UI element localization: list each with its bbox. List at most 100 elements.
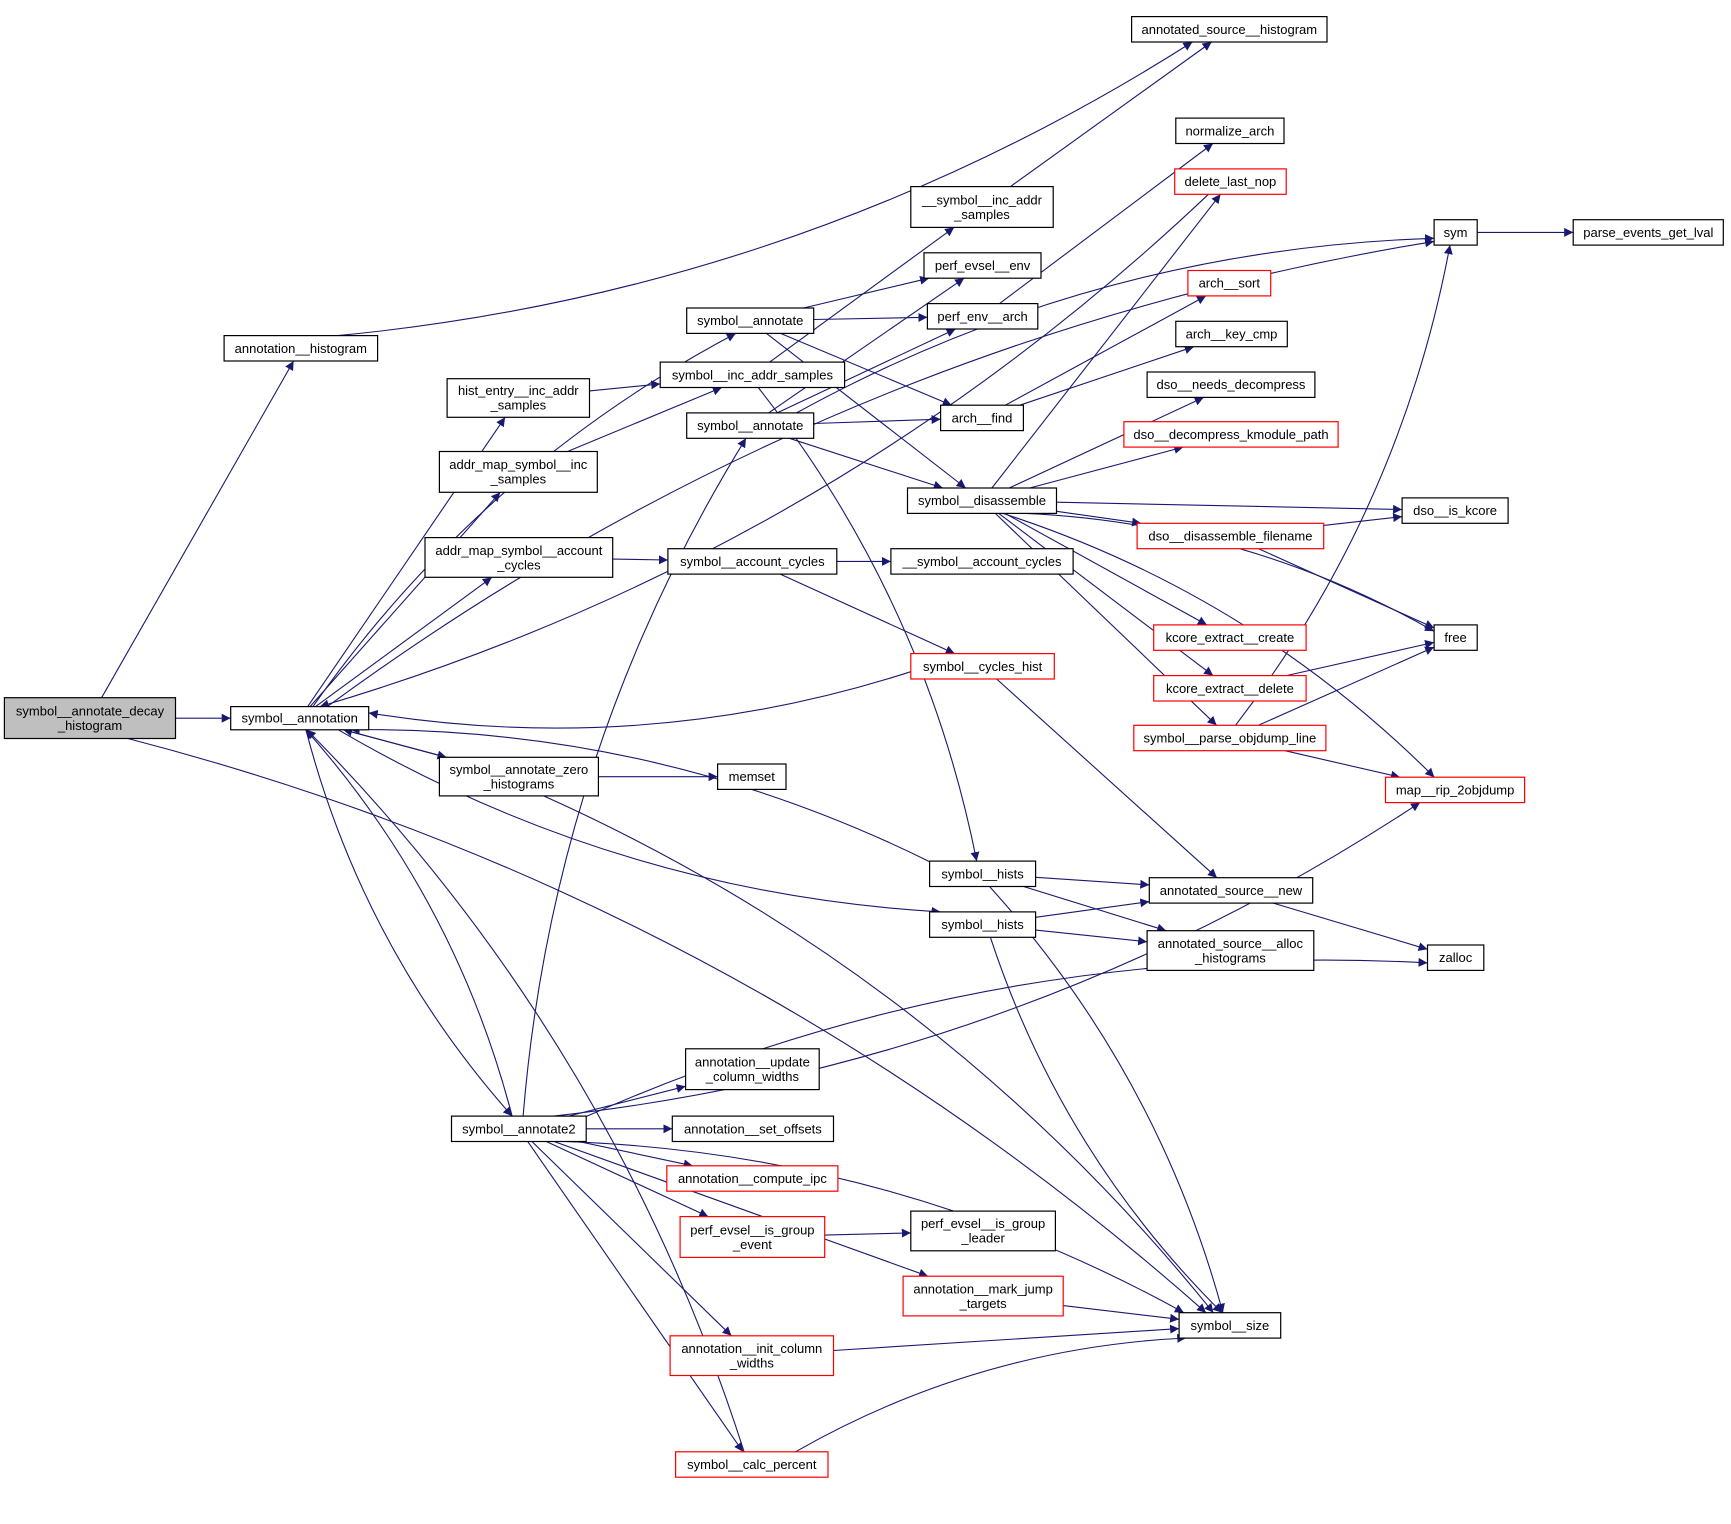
call-edge-sym_disasm-to-dso_is_kcore <box>1056 501 1403 514</box>
function-node-sym_size[interactable]: symbol__size <box>1178 1312 1282 1339</box>
node-label: symbol__size <box>1191 1318 1270 1333</box>
function-node-zalloc[interactable]: zalloc <box>1426 944 1485 971</box>
function-node-perf_env_arch[interactable]: perf_env__arch <box>926 303 1039 330</box>
call-edge-init_cw-to-sym_size <box>833 1324 1180 1352</box>
function-node-init_cw[interactable]: annotation__init_column_widths <box>669 1335 835 1377</box>
call-edge-ann_hist-to-as_hist <box>337 41 1193 337</box>
function-node-as_alloc[interactable]: annotated_source__alloc_histograms <box>1146 930 1315 972</box>
function-node-parse_objdump[interactable]: symbol__parse_objdump_line <box>1133 724 1327 752</box>
function-node-ann_ipc[interactable]: annotation__compute_ipc <box>666 1165 839 1192</box>
function-node-hist_entry_inc[interactable]: hist_entry__inc_addr_samples <box>446 378 591 418</box>
function-node-calc_pct[interactable]: symbol__calc_percent <box>674 1451 829 1478</box>
node-label: kcore_extract__create <box>1166 630 1295 645</box>
node-box <box>928 911 1037 938</box>
function-node-dso_disasm_fn[interactable]: dso__disassemble_filename <box>1136 522 1325 550</box>
call-edge-zero_hist-to-sym_size <box>543 795 1214 1314</box>
function-node-sym_acct_cycles[interactable]: symbol__account_cycles <box>667 548 838 575</box>
function-node-sym_acct_cycles2[interactable]: __symbol__account_cycles <box>890 548 1074 575</box>
call-edge-sym_hists_a-to-as_new <box>1035 876 1150 889</box>
edge-line <box>996 678 1218 879</box>
function-node-memset[interactable]: memset <box>716 763 787 790</box>
function-node-sym_annotate_b[interactable]: symbol__annotate <box>686 412 815 439</box>
node-label: arch__find <box>952 410 1013 425</box>
call-edge-sym_annotate_b-to-sym_disasm <box>789 437 943 490</box>
function-node-sym_inc_addr[interactable]: symbol__inc_addr_samples <box>659 361 846 389</box>
function-node-free[interactable]: free <box>1433 624 1478 651</box>
node-label: symbol__hists <box>941 866 1024 881</box>
function-node-sym_hists_a[interactable]: symbol__hists <box>928 860 1037 888</box>
function-node-annotate2[interactable]: symbol__annotate2 <box>450 1115 587 1143</box>
function-node-is_group_event[interactable]: perf_evsel__is_group_event <box>679 1215 826 1258</box>
call-edge-as_new-to-zalloc <box>1273 902 1428 952</box>
node-box <box>926 303 1039 330</box>
edge-line <box>768 277 965 414</box>
call-edge-annotation-to-annotate2 <box>305 729 513 1117</box>
edge-line <box>776 328 956 414</box>
call-edge-annotate2-to-calc_pct <box>527 1141 744 1453</box>
node-label: symbol__account_cycles <box>680 554 825 569</box>
function-node-dso_needs_dec[interactable]: dso__needs_decompress <box>1146 371 1316 398</box>
node-label: _widths <box>729 1356 775 1371</box>
function-node-parse_lval[interactable]: parse_events_get_lval <box>1572 219 1724 246</box>
node-label: free <box>1444 630 1466 645</box>
function-node-addr_map_acct[interactable]: addr_map_symbol__account_cycles <box>424 536 614 578</box>
edge-line <box>1286 639 1435 677</box>
function-node-arch_key_cmp[interactable]: arch__key_cmp <box>1175 320 1288 348</box>
function-node-arch_find[interactable]: arch__find <box>939 404 1024 432</box>
edges-layer <box>101 41 1574 1453</box>
edge-line <box>305 729 513 1117</box>
function-node-sym_cycles_hist[interactable]: symbol__cycles_hist <box>910 652 1055 680</box>
node-label: annotated_source__new <box>1160 883 1303 898</box>
function-node-as_new[interactable]: annotated_source__new <box>1148 877 1314 904</box>
node-box <box>446 378 591 418</box>
function-node-annotation[interactable]: symbol__annotation <box>230 705 370 731</box>
call-edge-arch_find-to-arch_sort <box>1005 295 1207 406</box>
function-node-addr_map_inc[interactable]: addr_map_symbol__inc_samples <box>438 450 598 493</box>
node-box <box>1153 674 1307 702</box>
function-node-mark_jump[interactable]: annotation__mark_jump_targets <box>902 1275 1064 1317</box>
node-label: _samples <box>953 207 1010 222</box>
call-edge-arch_find-to-arch_key_cmp <box>1019 345 1194 406</box>
function-node-sym_inc_addr2[interactable]: __symbol__inc_addr_samples <box>910 186 1054 229</box>
function-node-ann_hist[interactable]: annotation__histogram <box>223 335 379 362</box>
function-node-ann_update_cw[interactable]: annotation__update_column_widths <box>684 1048 820 1091</box>
edge-line <box>989 886 1225 1313</box>
edge-line <box>128 738 1207 1314</box>
function-node-sym_disasm[interactable]: symbol__disassemble <box>906 487 1058 514</box>
function-node-normalize_arch[interactable]: normalize_arch <box>1175 117 1285 145</box>
node-label: annotation__histogram <box>235 341 367 356</box>
edge-line <box>306 729 745 1452</box>
function-node-arch_sort[interactable]: arch__sort <box>1187 269 1272 297</box>
node-box <box>684 1048 820 1091</box>
edge-line <box>1005 295 1207 406</box>
function-node-sym_hists_b[interactable]: symbol__hists <box>928 911 1037 938</box>
edge-line <box>527 1141 744 1453</box>
call-edge-sym_annotate_a-to-sym_disasm <box>766 332 967 489</box>
function-node-dso_dec_kmod[interactable]: dso__decompress_kmodule_path <box>1123 421 1339 448</box>
function-node-kcore_create[interactable]: kcore_extract__create <box>1153 624 1307 651</box>
function-node-as_hist[interactable]: annotated_source__histogram <box>1130 16 1328 43</box>
function-node-is_group_leader[interactable]: perf_evsel__is_group_leader <box>910 1210 1056 1252</box>
node-box <box>1433 624 1478 651</box>
function-node-perf_evsel_env[interactable]: perf_evsel__env <box>923 252 1042 279</box>
function-node-map_rip[interactable]: map__rip_2objdump <box>1384 776 1526 804</box>
function-node-kcore_delete[interactable]: kcore_extract__delete <box>1153 674 1307 702</box>
node-label: annotation__compute_ipc <box>678 1171 827 1186</box>
edge-line <box>531 1141 732 1337</box>
function-node-ann_set_off[interactable]: annotation__set_offsets <box>671 1115 835 1143</box>
node-box <box>716 763 787 790</box>
node-label: addr_map_symbol__account <box>435 543 602 558</box>
node-box <box>450 1115 587 1143</box>
function-node-zero_hist[interactable]: symbol__annotate_zero_histograms <box>438 756 599 797</box>
edge-line <box>991 193 1221 489</box>
node-label: symbol__calc_percent <box>687 1457 817 1472</box>
function-node-delete_last_nop[interactable]: delete_last_nop <box>1174 168 1287 195</box>
edge-line <box>1284 750 1401 780</box>
function-node-dso_is_kcore[interactable]: dso__is_kcore <box>1401 497 1509 524</box>
edge-line <box>101 360 295 698</box>
function-node-sym[interactable]: sym <box>1433 219 1478 246</box>
edge-line <box>780 332 952 406</box>
function-node-sym_annotate_a[interactable]: symbol__annotate <box>686 307 815 334</box>
call-edge-sym_disasm-to-delete_last_nop <box>991 193 1221 489</box>
node-label: symbol__annotate_zero <box>450 762 589 777</box>
